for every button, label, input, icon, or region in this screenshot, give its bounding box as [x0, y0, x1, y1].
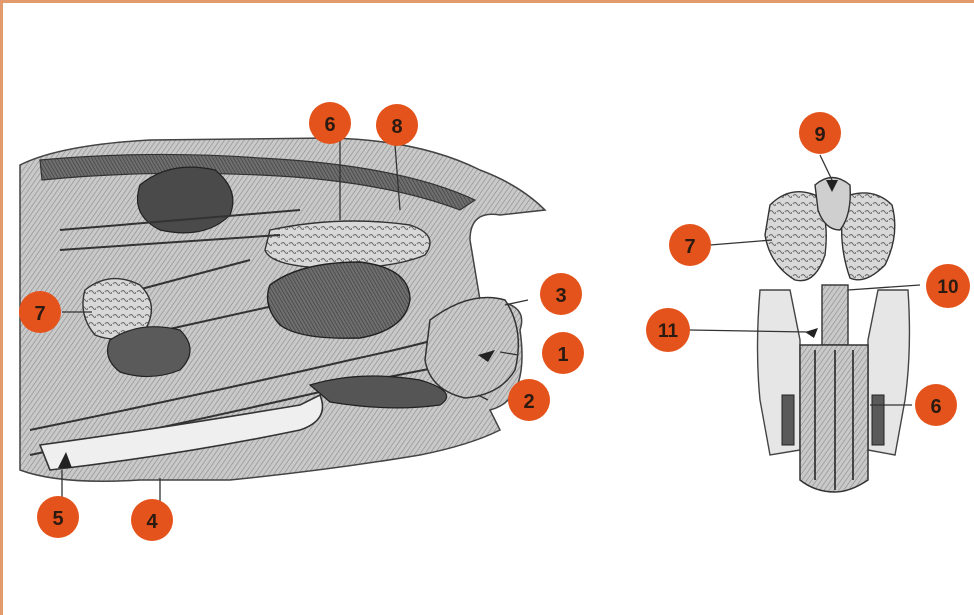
marker-11-label: 11 [658, 321, 679, 342]
dorsal-view [690, 155, 920, 492]
marker-7-right-label: 7 [684, 236, 695, 258]
marker-11: 11 [646, 308, 690, 352]
marker-5-label: 5 [52, 508, 63, 530]
marker-3-label: 3 [555, 285, 566, 307]
marker-7-right: 7 [669, 224, 711, 266]
dark-piece-right [872, 395, 884, 445]
marker-4: 4 [131, 499, 173, 541]
marker-2: 2 [508, 379, 550, 421]
marker-3: 3 [540, 273, 582, 315]
dark-lobe-left [108, 327, 190, 377]
gland-6-left [265, 221, 430, 268]
marker-5: 5 [37, 496, 79, 538]
dark-piece-left [782, 395, 794, 445]
tongue [268, 262, 410, 338]
marker-8-label: 8 [391, 116, 402, 138]
marker-6-left-label: 6 [324, 114, 335, 136]
marker-9: 9 [799, 112, 841, 154]
marker-7-left: 7 [19, 291, 61, 333]
marker-1-label: 1 [557, 344, 568, 366]
sagittal-head-section [20, 138, 545, 505]
central-tube [822, 285, 848, 345]
marker-6-right-label: 6 [930, 396, 941, 418]
marker-7-left-label: 7 [34, 303, 45, 325]
arrow-11 [805, 328, 818, 338]
marker-10-label: 10 [937, 277, 958, 298]
marker-9-label: 9 [814, 124, 825, 146]
marker-1: 1 [542, 332, 584, 374]
marker-2-label: 2 [523, 391, 534, 413]
marker-6-left: 6 [309, 102, 351, 144]
marker-4-label: 4 [146, 511, 158, 533]
marker-8: 8 [376, 104, 418, 146]
marker-10: 10 [926, 264, 970, 308]
marker-6-right: 6 [915, 384, 957, 426]
